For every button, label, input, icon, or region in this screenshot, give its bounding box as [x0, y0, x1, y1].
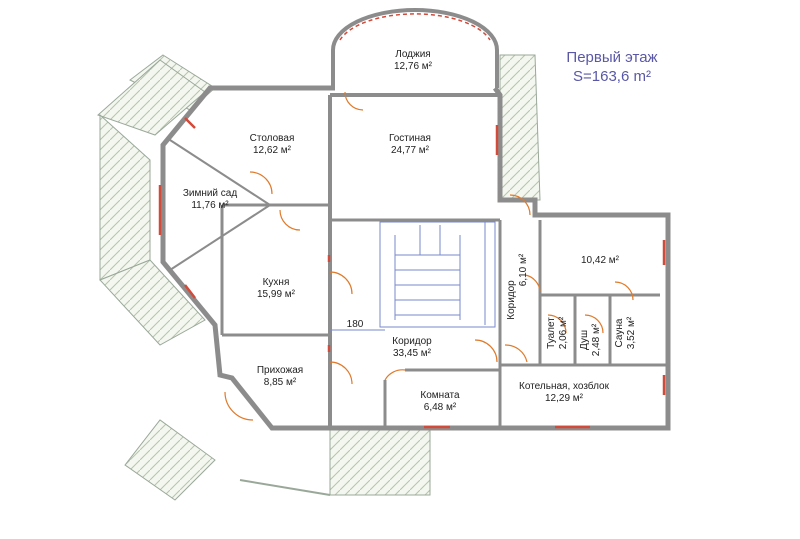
watermark: RuDos.ru	[593, 487, 746, 525]
loggia-arc	[331, 8, 499, 88]
room-kitchen-area: 15,99 м²	[257, 289, 296, 300]
room-dining-name: Столовая	[250, 133, 295, 144]
room-unnamed-area: 10,42 м²	[581, 255, 620, 266]
staircase	[379, 221, 496, 328]
room-hall-area: 8,85 м²	[264, 377, 297, 388]
terrace-decks	[97, 54, 541, 501]
room-dining-area: 12,62 м²	[253, 145, 292, 156]
room-room-name: Комната	[420, 390, 460, 401]
room-loggia-area: 12,76 м²	[394, 61, 433, 72]
room-corridor-main-name: Коридор	[392, 336, 432, 347]
room-winter-garden-name: Зимний сад	[183, 188, 238, 199]
room-corridor-small-area: 6,10 м²	[518, 253, 529, 286]
room-winter-garden-area: 11,76 м²	[191, 200, 229, 211]
windows	[158, 117, 666, 429]
total-area: S=163,6 m²	[573, 68, 651, 85]
room-boiler-name: Котельная, хозблок	[519, 380, 610, 392]
room-corridor-main-area: 33,45 м²	[393, 348, 432, 359]
room-sauna-name: Сауна	[614, 318, 625, 347]
room-shower-area: 2,48 м²	[591, 323, 602, 356]
doors	[224, 91, 634, 421]
room-loggia-name: Лоджия	[395, 49, 430, 60]
room-boiler-area: 12,29 м²	[545, 393, 584, 404]
room-shower-name: Душ	[579, 330, 590, 350]
room-toilet-area: 2,06 м²	[558, 316, 569, 349]
room-sauna-area: 3,52 м²	[626, 316, 637, 349]
room-room-area: 6,48 м²	[424, 402, 457, 413]
room-toilet-name: Туалет	[546, 317, 557, 349]
room-kitchen-name: Кухня	[263, 277, 290, 288]
room-corridor-small-name: Коридор	[506, 280, 517, 320]
room-living-area: 24,77 м²	[391, 145, 430, 156]
loggia-windows	[339, 13, 491, 41]
room-hall-name: Прихожая	[257, 365, 303, 376]
dimension-label: 180	[347, 319, 364, 330]
walls	[160, 85, 671, 431]
room-living-name: Гостиная	[389, 133, 431, 144]
floor-title: Первый этаж	[566, 49, 657, 66]
